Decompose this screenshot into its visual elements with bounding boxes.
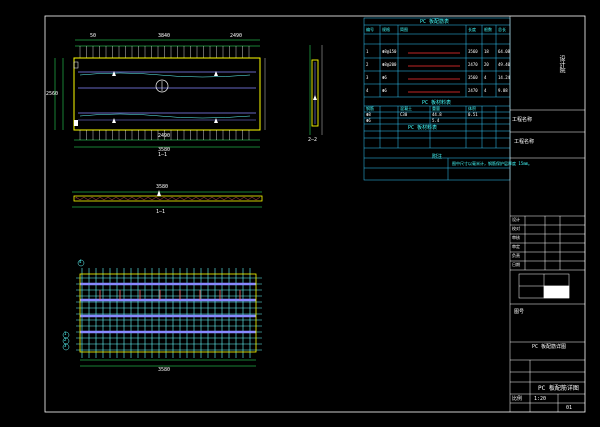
scale-value: 1:20: [534, 396, 547, 402]
material-cell: 0.51: [468, 112, 478, 117]
company-name: 设计院: [558, 55, 565, 73]
rebar-sketches: [408, 52, 460, 93]
mark-3-label: 3: [64, 343, 67, 348]
drawing-frame: [44, 15, 586, 413]
material-cell: 44.8: [432, 112, 442, 117]
steel-header-0: 编号: [366, 27, 374, 32]
steel-cell: Φ6: [382, 88, 387, 93]
steel-cell: 49.40: [498, 62, 511, 67]
title-block[interactable]: [509, 16, 585, 412]
steel-cell: 18: [484, 49, 489, 54]
title-block-row-0: 设计: [512, 217, 520, 222]
steel-cell: 3560: [468, 49, 478, 54]
section-2-2-view[interactable]: [309, 45, 323, 135]
title-block-row-1: 校对: [512, 226, 520, 231]
material-header-2: 重量: [432, 106, 440, 111]
material-header-1: 混凝土: [400, 106, 412, 111]
material-header-0: 钢筋: [366, 106, 374, 111]
steel-cell: 14.24: [498, 75, 511, 80]
reinforcement-outline: [79, 273, 257, 353]
plan-dim-bottom-2: 2490: [158, 133, 171, 139]
reinforcement-plan[interactable]: [62, 259, 262, 367]
mark-1-label: 1: [64, 331, 67, 336]
sheet-number: 01: [566, 405, 573, 411]
stamp-label: 图号: [514, 309, 525, 315]
mark-4-icon: [77, 259, 85, 267]
note-title: 附注: [432, 154, 443, 160]
section-2-2-label: 2—2: [308, 137, 318, 143]
steel-cell: 2470: [468, 88, 478, 93]
steel-header-5: 总长: [498, 27, 506, 32]
steel-cell: 4: [366, 88, 369, 93]
steel-cell: 20: [484, 62, 489, 67]
plan-dim-bottom-1: 3580: [158, 147, 171, 153]
scale-label: 比例: [512, 396, 523, 402]
plan-dim-top-2: 3840: [158, 33, 171, 39]
reinf-bottom-label: 3580: [158, 367, 171, 373]
steel-schedule-table[interactable]: [363, 17, 511, 181]
plan-outline: [73, 57, 261, 131]
material-cell: 5.4: [432, 118, 440, 123]
plan-dim-top-1: 50: [90, 33, 97, 39]
material-table-title-2: PC 板材料表: [408, 125, 438, 131]
steel-table-title: PC 板配筋表: [420, 19, 450, 25]
material-cell: C30: [400, 112, 408, 117]
material-cell: Φ6: [366, 118, 371, 123]
steel-header-3: 长度: [468, 27, 476, 32]
steel-header-2: 简图: [400, 27, 408, 32]
note-text: 图中尺寸以毫米计，钢筋保护层厚度 15mm。: [452, 161, 533, 166]
title-block-row-5: 日期: [512, 262, 520, 267]
steel-cell: Φ8@200: [382, 62, 397, 67]
steel-cell: 1: [366, 49, 369, 54]
steel-cell: 3560: [468, 75, 478, 80]
title-block-row-4: 负责: [512, 253, 520, 258]
steel-cell: 64.08: [498, 49, 511, 54]
steel-cell: 4: [484, 88, 487, 93]
plan-section-label: 1—1: [158, 152, 168, 158]
steel-cell: 4: [484, 75, 487, 80]
steel-cell: 2470: [468, 62, 478, 67]
plan-dim-top-3: 2490: [230, 33, 243, 39]
steel-cell: Φ6: [382, 75, 387, 80]
steel-cell: 2: [366, 62, 369, 67]
drawing-title-upper: PC 板配筋详图: [532, 344, 567, 350]
steel-cell: 3: [366, 75, 369, 80]
elevation-1-1-view[interactable]: [72, 190, 263, 208]
plan-view[interactable]: [54, 39, 266, 148]
project-name: 工程名称: [512, 117, 533, 123]
title-block-row-2: 审核: [512, 235, 520, 240]
steel-cell: 9.88: [498, 88, 508, 93]
steel-header-4: 根数: [484, 27, 492, 32]
steel-cell: Φ8@150: [382, 49, 397, 54]
title-block-row-3: 审定: [512, 244, 520, 249]
mark-4-label: 4: [79, 259, 82, 264]
steel-header-1: 规格: [382, 27, 390, 32]
elevation-label: 1—1: [156, 209, 166, 215]
plan-dim-left: 2560: [46, 91, 59, 97]
material-header-3: 体积: [468, 106, 476, 111]
mark-2-label: 2: [64, 337, 67, 342]
material-cell: Φ8: [366, 112, 371, 117]
mark-3-icon: [62, 343, 70, 351]
elevation-dim: 3580: [156, 184, 169, 190]
material-table-title: PC 板材料表: [422, 100, 452, 106]
project-name-value: 工程名称: [514, 139, 535, 145]
drawing-title: PC 板配筋详图: [538, 385, 579, 392]
lifting-point-icon: [155, 79, 169, 93]
